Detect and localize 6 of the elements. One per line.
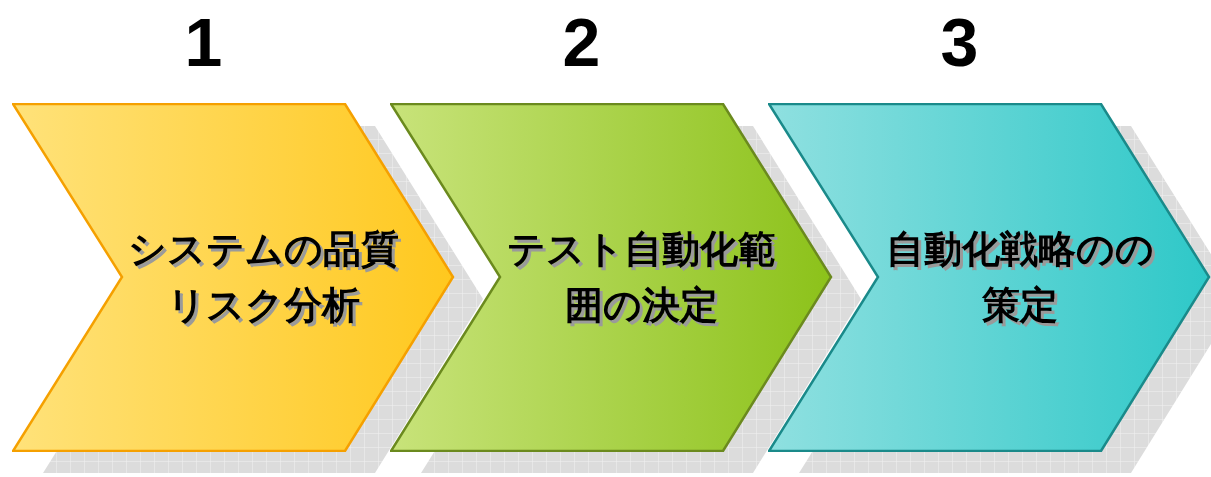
step-number: 2 (562, 8, 601, 76)
step-label: システムの品質リスク分析 (127, 226, 400, 329)
step-number: 3 (940, 8, 979, 76)
step-label: 自動化戦略のの策定 (884, 226, 1155, 329)
step-label: テスト自動化範囲の決定 (506, 226, 777, 329)
step-number: 1 (184, 8, 223, 76)
